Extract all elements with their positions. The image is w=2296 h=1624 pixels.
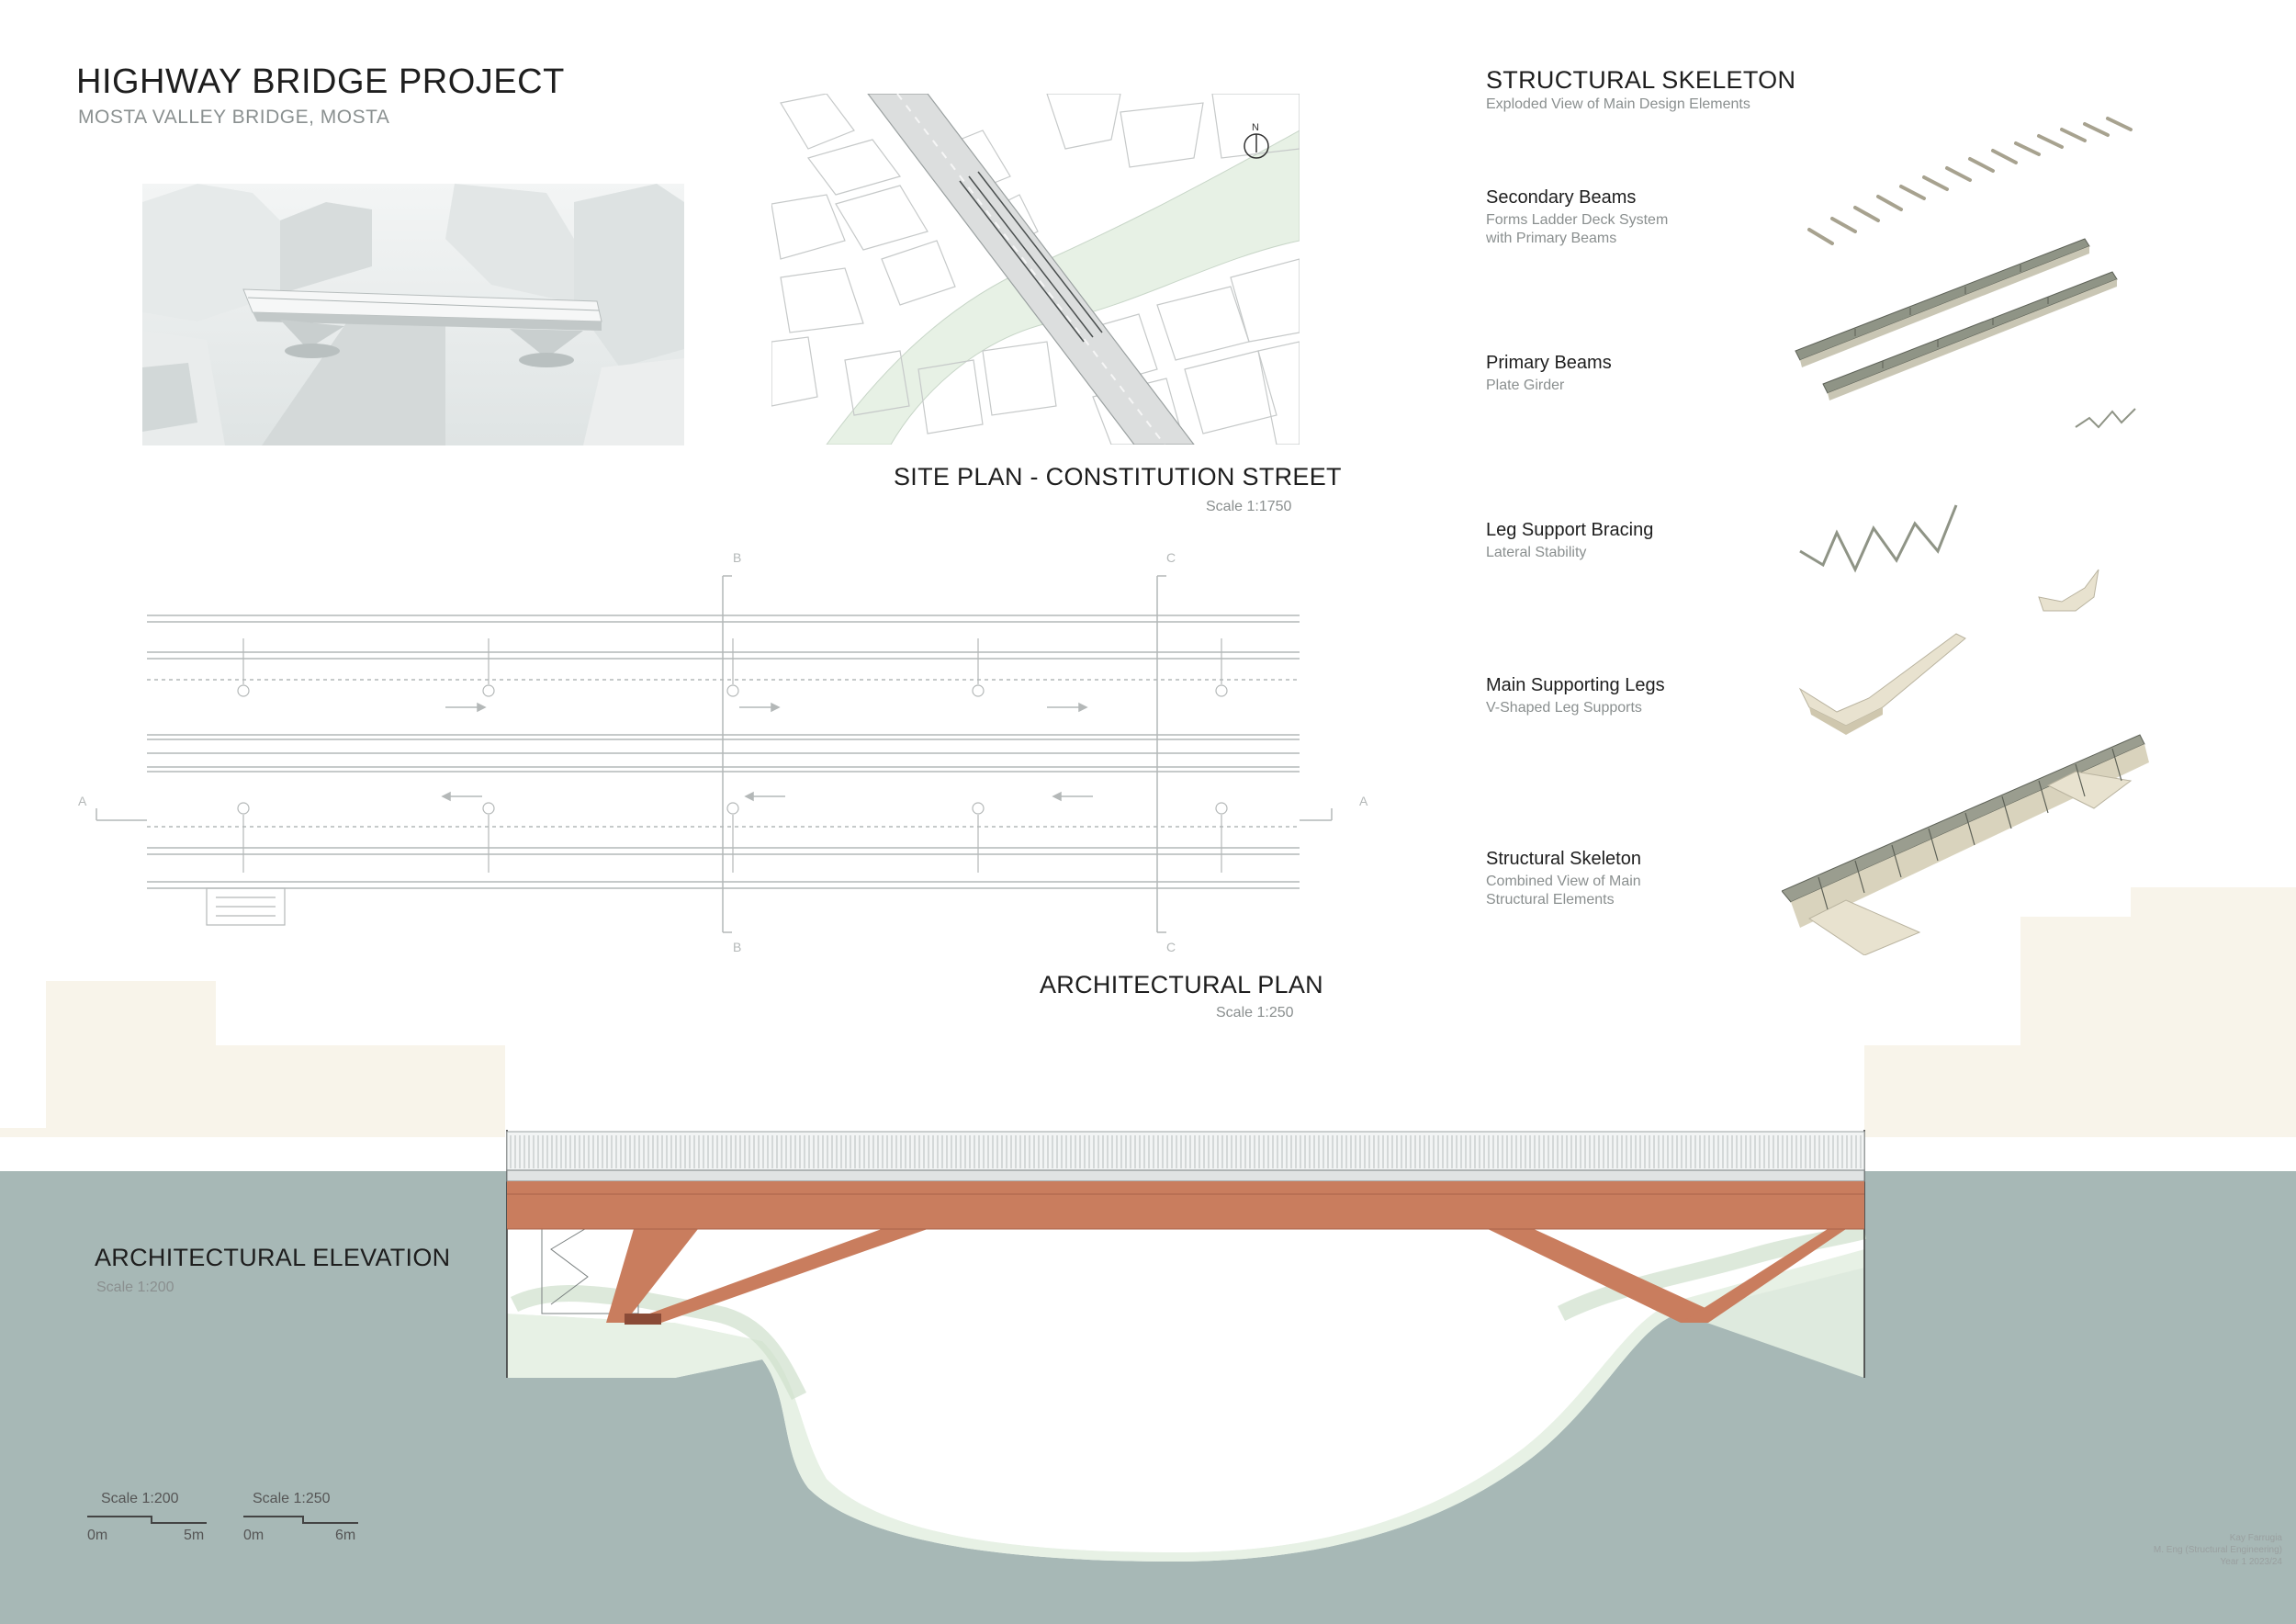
credits-block: Kay Farrugia M. Eng (Structural Engineer… [2020,1532,2282,1568]
scale-bar-end: 6m [335,1528,356,1543]
elevation-title: ARCHITECTURAL ELEVATION [95,1244,451,1271]
skeleton-item-leg-bracing: Leg Support Bracing Lateral Stability [1486,520,1653,562]
skeleton-item-secondary-beams: Secondary Beams Forms Ladder Deck System… [1486,187,1668,248]
page-title: HIGHWAY BRIDGE PROJECT [76,62,565,101]
skeleton-item-supporting-legs: Main Supporting Legs V-Shaped Leg Suppor… [1486,675,1665,717]
section-marker-a-right: A [1359,794,1368,808]
scale-bar-200: Scale 1:200 0m 5m [87,1491,216,1544]
architectural-plan-scale: Scale 1:250 [1216,1005,1294,1021]
bridge-3d-render [142,184,684,445]
scale-bar-label: Scale 1:250 [253,1491,331,1506]
skeleton-title: STRUCTURAL SKELETON [1486,66,1796,94]
skeleton-item-desc: with Primary Beams [1486,231,1617,246]
credit-year: Year 1 2023/24 [2220,1557,2282,1567]
skeleton-subtitle: Exploded View of Main Design Elements [1486,96,1750,112]
skeleton-item-desc: Structural Elements [1486,892,1615,908]
site-plan-scale: Scale 1:1750 [1206,499,1292,514]
skeleton-item-primary-beams: Primary Beams Plate Girder [1486,353,1612,395]
section-marker-c-top: C [1166,550,1176,565]
scale-bar-label: Scale 1:200 [101,1491,179,1506]
scale-bar-250: Scale 1:250 0m 6m [243,1491,372,1544]
elevation-scale: Scale 1:200 [96,1280,174,1295]
skeleton-item-title: Structural Skeleton [1486,849,1641,869]
skeleton-item-title: Leg Support Bracing [1486,520,1654,540]
section-marker-b-top: B [733,550,741,565]
skeleton-item-desc: Combined View of Main [1486,874,1641,889]
section-marker-c-bottom: C [1166,940,1176,954]
skeleton-item-desc: V-Shaped Leg Supports [1486,700,1642,716]
section-marker-b-bottom: B [733,940,741,954]
skeleton-item-title: Primary Beams [1486,353,1612,373]
skeleton-item-desc: Plate Girder [1486,378,1565,393]
skeleton-item-desc: Forms Ladder Deck System [1486,212,1669,228]
credit-name: Kay Farrugia [2229,1533,2282,1543]
skeleton-illustrations [1782,117,2149,955]
architectural-elevation-drawing [0,887,2296,1624]
section-marker-a-left: A [78,794,87,808]
site-plan-title: SITE PLAN - CONSTITUTION STREET [894,463,1342,491]
scale-bar-start: 0m [87,1528,108,1543]
skeleton-item-combined: Structural Skeleton Combined View of Mai… [1486,849,1641,909]
skeleton-item-title: Main Supporting Legs [1486,675,1665,695]
credit-degree: M. Eng (Structural Engineering) [2153,1545,2282,1555]
skeleton-item-title: Secondary Beams [1486,187,1637,208]
page-subtitle: MOSTA VALLEY BRIDGE, MOSTA [78,107,390,128]
scale-bar-start: 0m [243,1528,264,1543]
site-plan-map: N [771,94,1300,445]
north-label: N [1252,122,1259,133]
architectural-plan-drawing: B C B C A A [78,550,1368,954]
skeleton-item-desc: Lateral Stability [1486,545,1587,560]
architectural-plan-title: ARCHITECTURAL PLAN [1040,971,1323,998]
scale-bar-end: 5m [184,1528,205,1543]
